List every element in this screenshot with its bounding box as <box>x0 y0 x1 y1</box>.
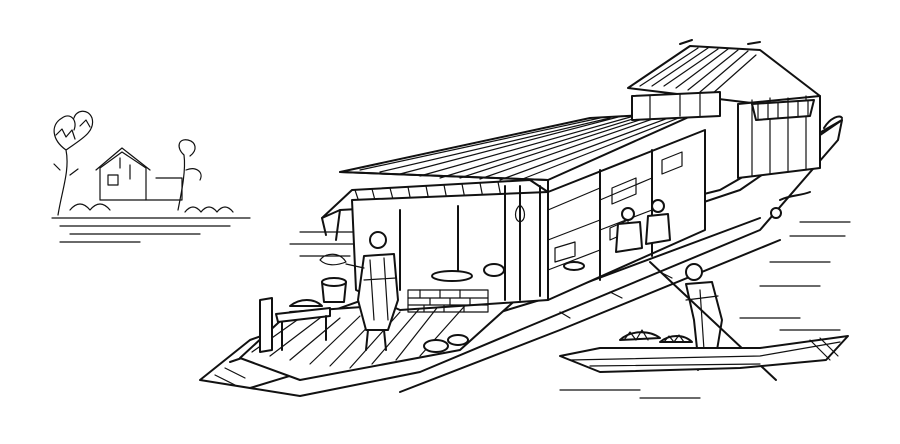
small-skiff <box>559 329 849 373</box>
left-tree <box>53 110 94 216</box>
mooring-post <box>259 297 273 353</box>
boatman-head <box>685 263 703 281</box>
stern-awning <box>751 99 815 121</box>
hull-ornament <box>770 207 782 219</box>
deck-bowl-1 <box>423 339 449 353</box>
far-shore-village <box>51 110 251 243</box>
figure-head <box>369 231 387 249</box>
stern-house <box>627 39 821 179</box>
cabin-bowl <box>563 261 585 271</box>
deck-items <box>259 277 469 353</box>
standing-figure <box>319 231 399 351</box>
basket <box>483 263 505 277</box>
village-house <box>95 147 183 201</box>
bench <box>275 307 331 323</box>
cabin-figures <box>615 199 671 253</box>
shore-bushes <box>69 203 234 213</box>
stove-bowl <box>431 270 473 282</box>
right-tree <box>177 139 202 211</box>
deck-bowl-2 <box>447 334 469 346</box>
brick-stove <box>407 289 489 313</box>
bow-ornament <box>823 115 843 129</box>
shoreline-water-lines <box>51 217 251 243</box>
